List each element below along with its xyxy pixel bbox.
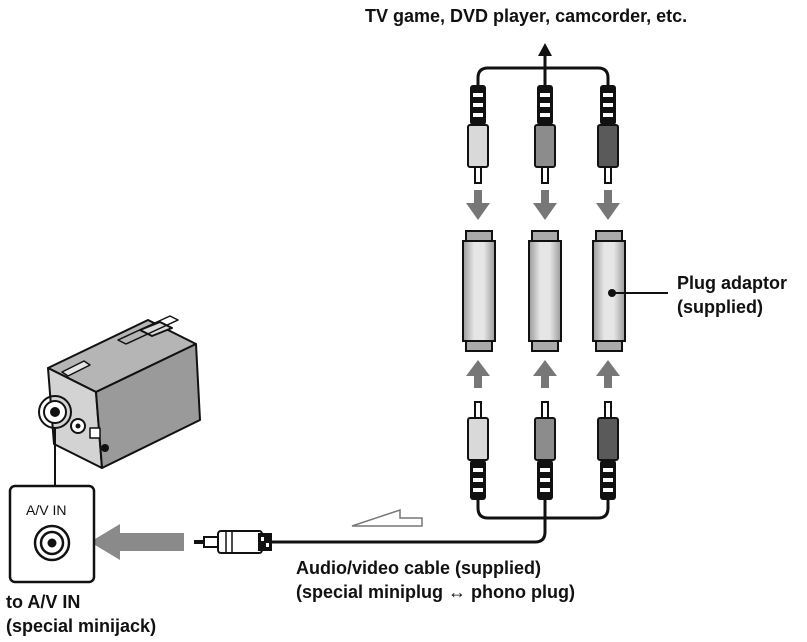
insert-arrow-icon	[90, 524, 184, 560]
top-plug-1	[467, 85, 489, 184]
av-in-jack-panel	[8, 484, 96, 584]
cable-label-line2: (special miniplug ↔ phono plug)	[296, 582, 575, 602]
plug-adaptor-label-line1: Plug adaptor	[677, 273, 788, 293]
bottom-plug-3	[597, 401, 619, 500]
devices-label: TV game, DVD player, camcorder, etc.	[365, 6, 688, 26]
bottom-plug-1	[467, 401, 489, 500]
top-plug-2	[534, 85, 556, 184]
cable-label-line1: Audio/video cable (supplied)	[296, 558, 542, 578]
direction-arrow-icon	[351, 508, 423, 527]
plug-adaptor-2	[528, 230, 562, 352]
jack-panel-label: A/V IN	[26, 502, 67, 518]
camcorder	[43, 315, 201, 469]
up-arrows	[466, 360, 620, 388]
jack-zoom-callout	[38, 395, 72, 486]
plug-adaptor-1	[462, 230, 496, 352]
to-av-in-label: to A/V IN (special minijack)	[6, 590, 156, 638]
cable-label: Audio/video cable (supplied) (special mi…	[296, 556, 575, 604]
down-arrows	[466, 190, 620, 220]
to-av-in-label-line2: (special minijack)	[6, 616, 157, 636]
bottom-plug-2	[534, 401, 556, 500]
special-miniplug	[194, 530, 272, 554]
top-cable-loop	[476, 55, 610, 88]
plug-adaptor-label: Plug adaptor (supplied)	[677, 271, 787, 319]
plug-adaptor-label-line2: (supplied)	[677, 297, 763, 317]
to-av-in-label-line1: to A/V IN	[6, 592, 81, 612]
arrow-to-devices-icon	[538, 43, 552, 56]
plug-adaptor-leader	[608, 289, 668, 297]
bottom-cable-loop	[268, 495, 610, 544]
top-plug-3	[597, 85, 619, 184]
